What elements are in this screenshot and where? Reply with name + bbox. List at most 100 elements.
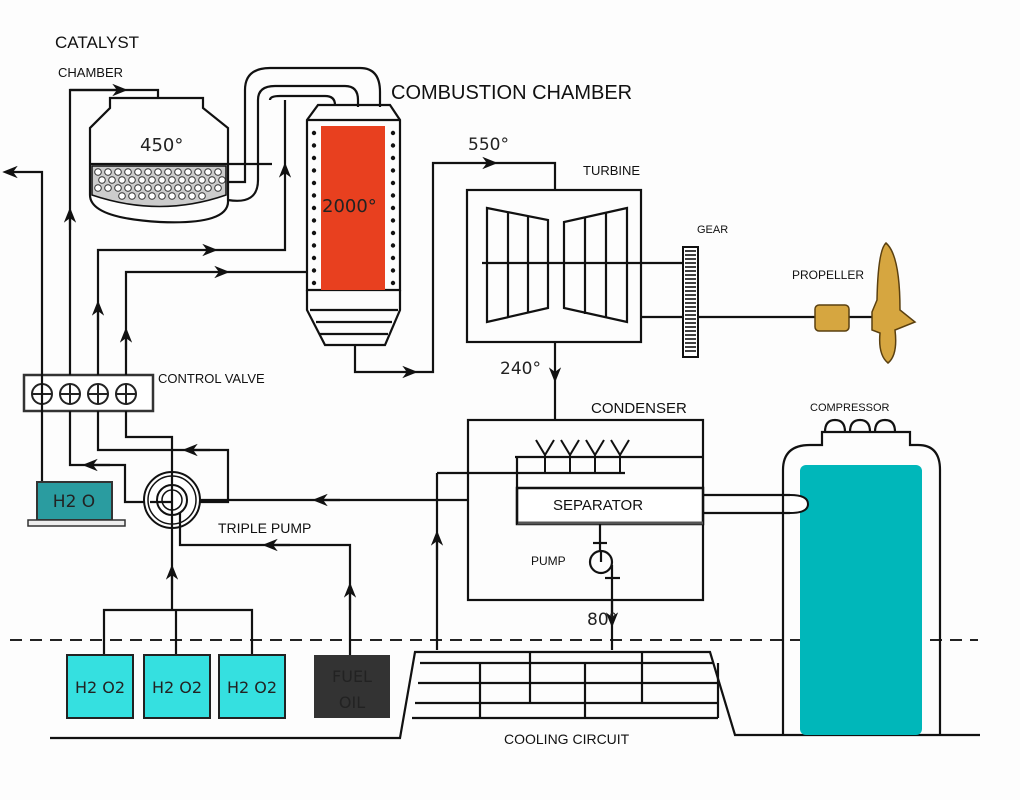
insulation-dot (390, 193, 396, 198)
gas-pipe (268, 94, 337, 106)
h2o2-tank: H2 O2 (66, 654, 134, 719)
insulation-dot (311, 193, 317, 198)
combustion-temp: 2000° (322, 196, 377, 217)
catalyst-pellet (204, 168, 212, 176)
catalyst-pellet (194, 184, 202, 192)
insulation-dot (311, 268, 317, 273)
catalyst-pellet (168, 176, 176, 184)
catalyst-pellet (134, 184, 142, 192)
insulation-dot (311, 155, 317, 161)
h2o2-tank: H2 O2 (143, 654, 211, 719)
catalyst-pellet (214, 184, 222, 192)
catalyst-pellet (208, 176, 216, 184)
catalyst-pellet (118, 192, 126, 200)
insulation-dot (390, 268, 396, 273)
catalyst-pellet (164, 168, 172, 176)
catalyst-pellet (154, 168, 162, 176)
control-valve[interactable] (22, 373, 155, 413)
spray-nozzle (535, 439, 555, 473)
h2o-tank: H2 O (27, 481, 126, 527)
h2o2-label: H2 O2 (227, 678, 277, 697)
insulation-dot (390, 155, 396, 161)
catalyst-pellet (184, 168, 192, 176)
insulation-dot (390, 243, 396, 248)
catalyst-pellet (144, 184, 152, 192)
insulation-dot (311, 180, 317, 186)
catalyst-temp: 450° (140, 135, 183, 156)
insulation-dot (311, 143, 317, 148)
turbine-label: TURBINE (583, 163, 640, 178)
catalyst-pellet (144, 168, 152, 176)
spray-nozzle (560, 439, 580, 473)
insulation-dot (311, 168, 317, 173)
catalyst-pellet (198, 192, 206, 200)
catalyst-pellet (134, 168, 142, 176)
catalyst-pellet (178, 192, 186, 200)
oil-label: OIL (339, 693, 365, 712)
catalyst-pellet (184, 184, 192, 192)
catalyst-pellet (188, 192, 196, 200)
catalyst-pellet (128, 192, 136, 200)
catalyst-pellet (174, 168, 182, 176)
fuel-oil-tank: FUEL OIL (314, 655, 390, 718)
propeller (814, 242, 917, 364)
h2o2-label: H2 O2 (152, 678, 202, 697)
catalyst-pellet (204, 184, 212, 192)
catalyst-pellet (108, 176, 116, 184)
fuel-label: FUEL (332, 667, 372, 686)
catalyst-pellet (158, 176, 166, 184)
insulation-dot (311, 218, 317, 223)
gas-pipe (227, 84, 360, 202)
catalyst-pellet (214, 168, 222, 176)
gas-pipe (228, 66, 382, 184)
triple-pump-label: TRIPLE PUMP (218, 520, 311, 536)
insulation-dot (311, 205, 317, 211)
valve-knob[interactable] (87, 383, 109, 405)
condensate-pump (588, 524, 620, 650)
catalyst-pellet (94, 184, 102, 192)
gear-label: GEAR (697, 224, 728, 236)
catalyst-chamber (70, 88, 272, 224)
cooling-circuit (412, 652, 720, 720)
valve-knob[interactable] (59, 383, 81, 405)
turbine-outlet-temp: 240° (500, 359, 541, 379)
catalyst-pellet (198, 176, 206, 184)
steam-pipe (353, 345, 418, 379)
insulation-dot (311, 130, 317, 136)
insulation-dot (311, 230, 317, 236)
combustion-chamber (305, 103, 402, 347)
condensate-temp: 80° (587, 610, 617, 630)
condenser (437, 418, 705, 602)
triple-pump (102, 471, 357, 655)
catalyst-pellet (178, 176, 186, 184)
catalyst-pellet (98, 176, 106, 184)
insulation-dot (390, 130, 396, 136)
chamber-label: CHAMBER (58, 65, 123, 80)
hull-line (50, 650, 980, 740)
catalyst-pellet (94, 168, 102, 176)
combustion-chamber-label: COMBUSTION CHAMBER (391, 82, 632, 104)
catalyst-pellet (118, 176, 126, 184)
catalyst-pellet (148, 176, 156, 184)
catalyst-pellet (164, 184, 172, 192)
insulation-dot (390, 143, 396, 148)
insulation-dot (311, 280, 317, 286)
insulation-dot (390, 255, 396, 261)
turbine (465, 188, 683, 344)
condenser-label: CONDENSER (591, 400, 687, 417)
insulation-dot (311, 243, 317, 248)
catalyst-pellet (194, 168, 202, 176)
gear (682, 246, 699, 358)
spray-nozzle (585, 439, 605, 473)
h2o2-label: H2 O2 (75, 678, 125, 697)
h2o2-tank: H2 O2 (218, 654, 286, 719)
insulation-dot (390, 205, 396, 211)
catalyst-pellet (174, 184, 182, 192)
catalyst-pellet (154, 184, 162, 192)
insulation-dot (390, 230, 396, 236)
catalyst-pellet (168, 192, 176, 200)
propeller-label: PROPELLER (792, 268, 864, 282)
pump-label: PUMP (531, 554, 566, 568)
valve-knob[interactable] (115, 383, 137, 405)
catalyst-pellet (188, 176, 196, 184)
